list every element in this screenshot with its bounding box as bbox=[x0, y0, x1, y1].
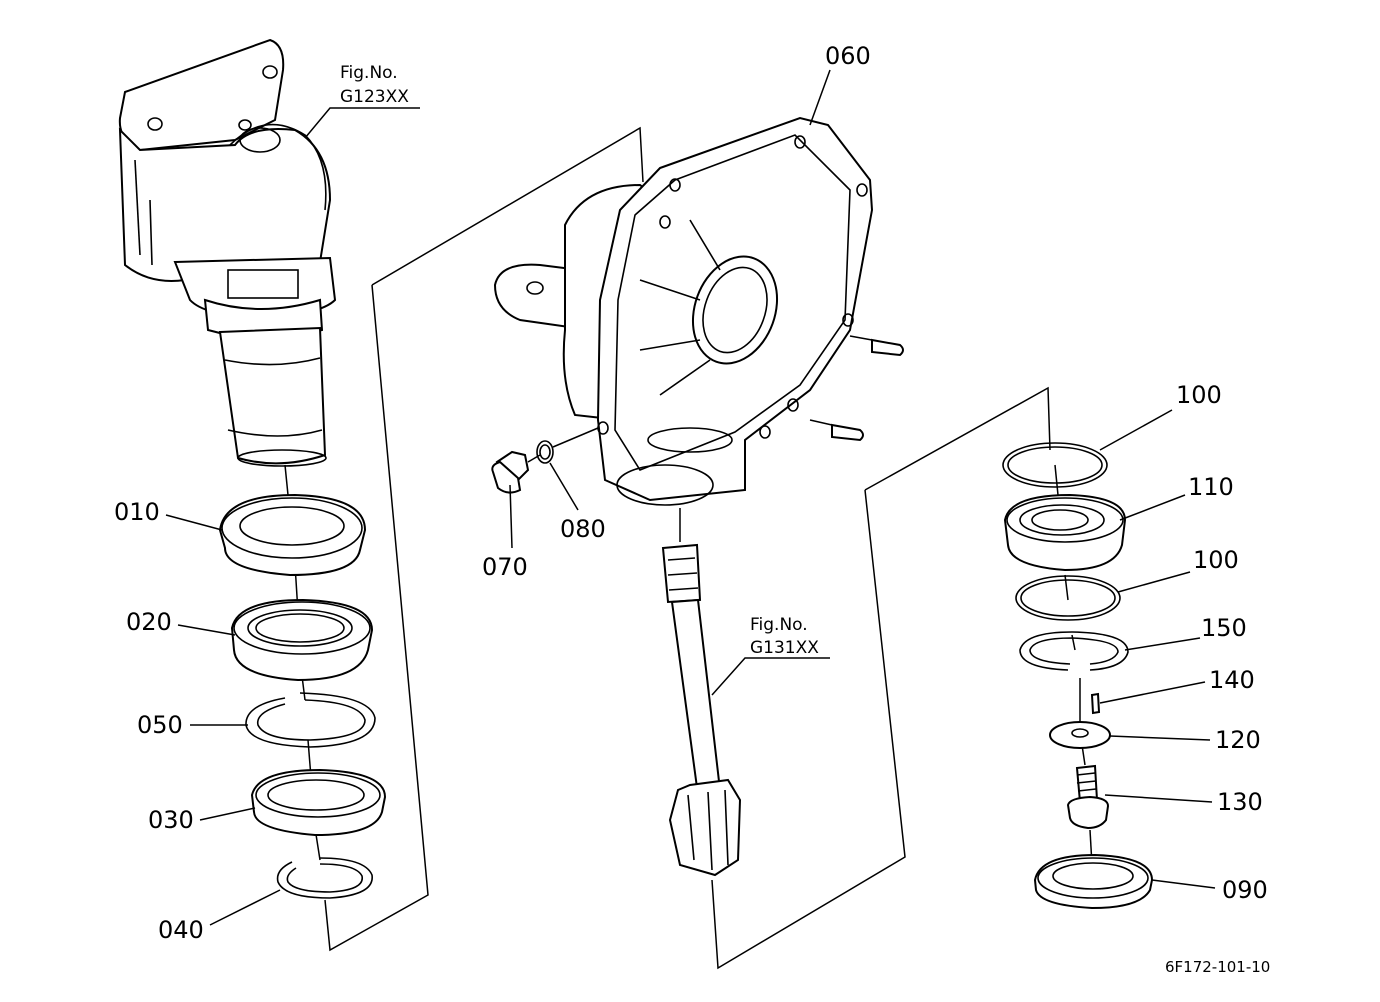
fig-ref-upper: Fig.No. G123XX bbox=[340, 63, 409, 107]
dowel-pins bbox=[809, 335, 904, 442]
upper-case-housing bbox=[118, 38, 337, 467]
part-010-seal bbox=[218, 493, 367, 577]
left-group-bracket bbox=[324, 126, 644, 952]
label-150: 150 bbox=[1201, 614, 1247, 642]
center-group-bracket bbox=[711, 386, 1051, 970]
label-080: 080 bbox=[560, 515, 606, 543]
fig-ref-upper-number: G123XX bbox=[340, 87, 409, 107]
part-labels: 010 020 050 030 040 060 070 080 100 110 … bbox=[114, 42, 1268, 944]
part-120-washer bbox=[1049, 721, 1111, 749]
part-050-snap-ring bbox=[245, 692, 376, 748]
label-130: 130 bbox=[1217, 788, 1263, 816]
part-020-bearing bbox=[230, 598, 374, 682]
label-010: 010 bbox=[114, 498, 160, 526]
fig-ref-lower: Fig.No. G131XX bbox=[750, 615, 819, 658]
label-030: 030 bbox=[148, 806, 194, 834]
label-100-lower: 100 bbox=[1193, 546, 1239, 574]
label-040: 040 bbox=[158, 916, 204, 944]
part-100-ring-lower bbox=[1015, 575, 1121, 621]
label-020: 020 bbox=[126, 608, 172, 636]
label-070: 070 bbox=[482, 553, 528, 581]
part-070-plug bbox=[491, 450, 541, 494]
part-150-ring bbox=[1019, 631, 1129, 671]
part-060-gear-case bbox=[493, 116, 874, 506]
part-110-bearing bbox=[1003, 493, 1127, 572]
label-060: 060 bbox=[825, 42, 871, 70]
part-100-ring-upper bbox=[1002, 442, 1108, 488]
label-100-upper: 100 bbox=[1176, 381, 1222, 409]
label-050: 050 bbox=[137, 711, 183, 739]
fig-ref-lower-title: Fig.No. bbox=[750, 615, 808, 635]
part-040-snap-ring bbox=[276, 857, 373, 899]
label-120: 120 bbox=[1215, 726, 1261, 754]
fig-ref-lower-number: G131XX bbox=[750, 638, 819, 658]
part-140-pin bbox=[1090, 692, 1101, 715]
label-110: 110 bbox=[1188, 473, 1234, 501]
part-090-cover bbox=[1033, 853, 1154, 910]
drawing-code: 6F172-101-10 bbox=[1165, 958, 1270, 976]
pinion-shaft bbox=[661, 508, 742, 877]
part-130-bolt bbox=[1066, 764, 1110, 830]
label-140: 140 bbox=[1209, 666, 1255, 694]
label-090: 090 bbox=[1222, 876, 1268, 904]
part-080-washer bbox=[536, 427, 599, 464]
fig-ref-upper-title: Fig.No. bbox=[340, 63, 398, 83]
leader-lines bbox=[165, 69, 1216, 926]
part-030-bearing bbox=[250, 768, 387, 837]
